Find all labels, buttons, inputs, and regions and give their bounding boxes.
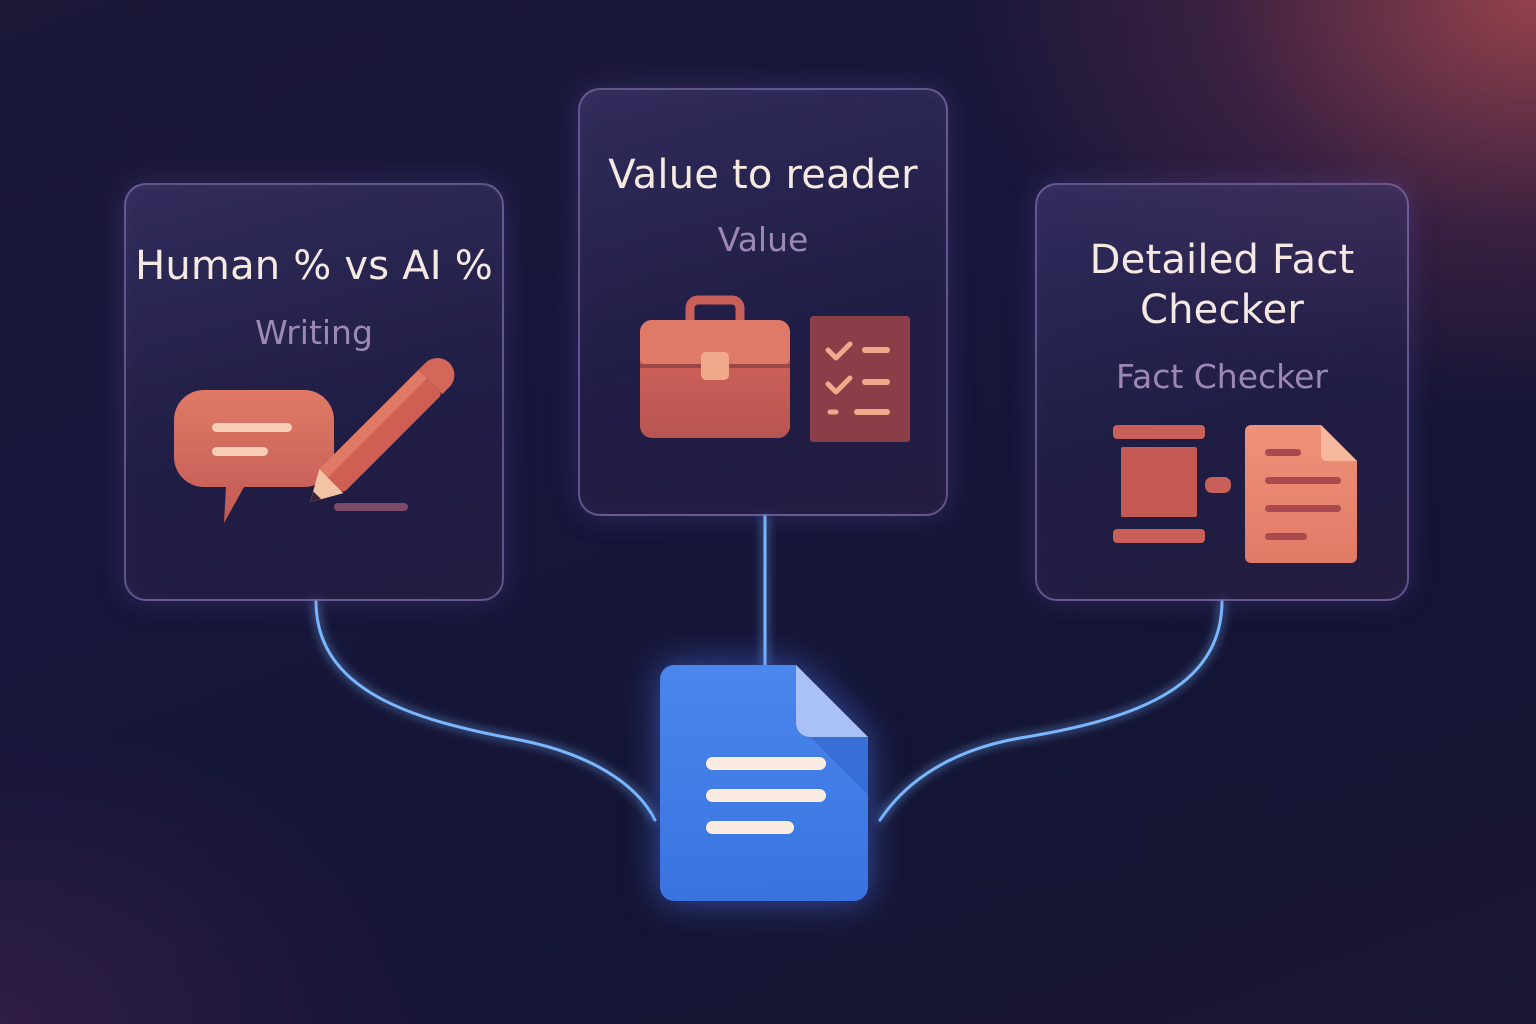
checklist-icon [810, 316, 910, 442]
card-fact-checker[interactable]: Detailed Fact Checker Fact Checker [1035, 183, 1409, 601]
document-icon [1245, 425, 1357, 563]
pencil-icon [310, 357, 455, 511]
speech-bubble-icon [174, 390, 334, 523]
card-title-line2: Checker [1139, 287, 1305, 333]
card-title-line1: Detailed Fact [1089, 237, 1355, 283]
card-writing[interactable]: Human % vs AI % Writing [124, 183, 504, 601]
gavel-icon [1113, 425, 1231, 543]
card-subtitle: Value [717, 220, 809, 259]
card-title: Value to reader [608, 152, 918, 198]
card-subtitle: Writing [255, 313, 373, 352]
google-doc-icon[interactable] [660, 665, 868, 901]
card-value[interactable]: Value to reader Value [578, 88, 948, 516]
card-subtitle: Fact Checker [1116, 357, 1328, 396]
connector-writing [314, 599, 657, 822]
card-title: Human % vs AI % [135, 243, 493, 289]
briefcase-icon [640, 295, 790, 438]
connector-fact [878, 599, 1224, 822]
card-title: Detailed Fact Checker [1037, 235, 1407, 335]
